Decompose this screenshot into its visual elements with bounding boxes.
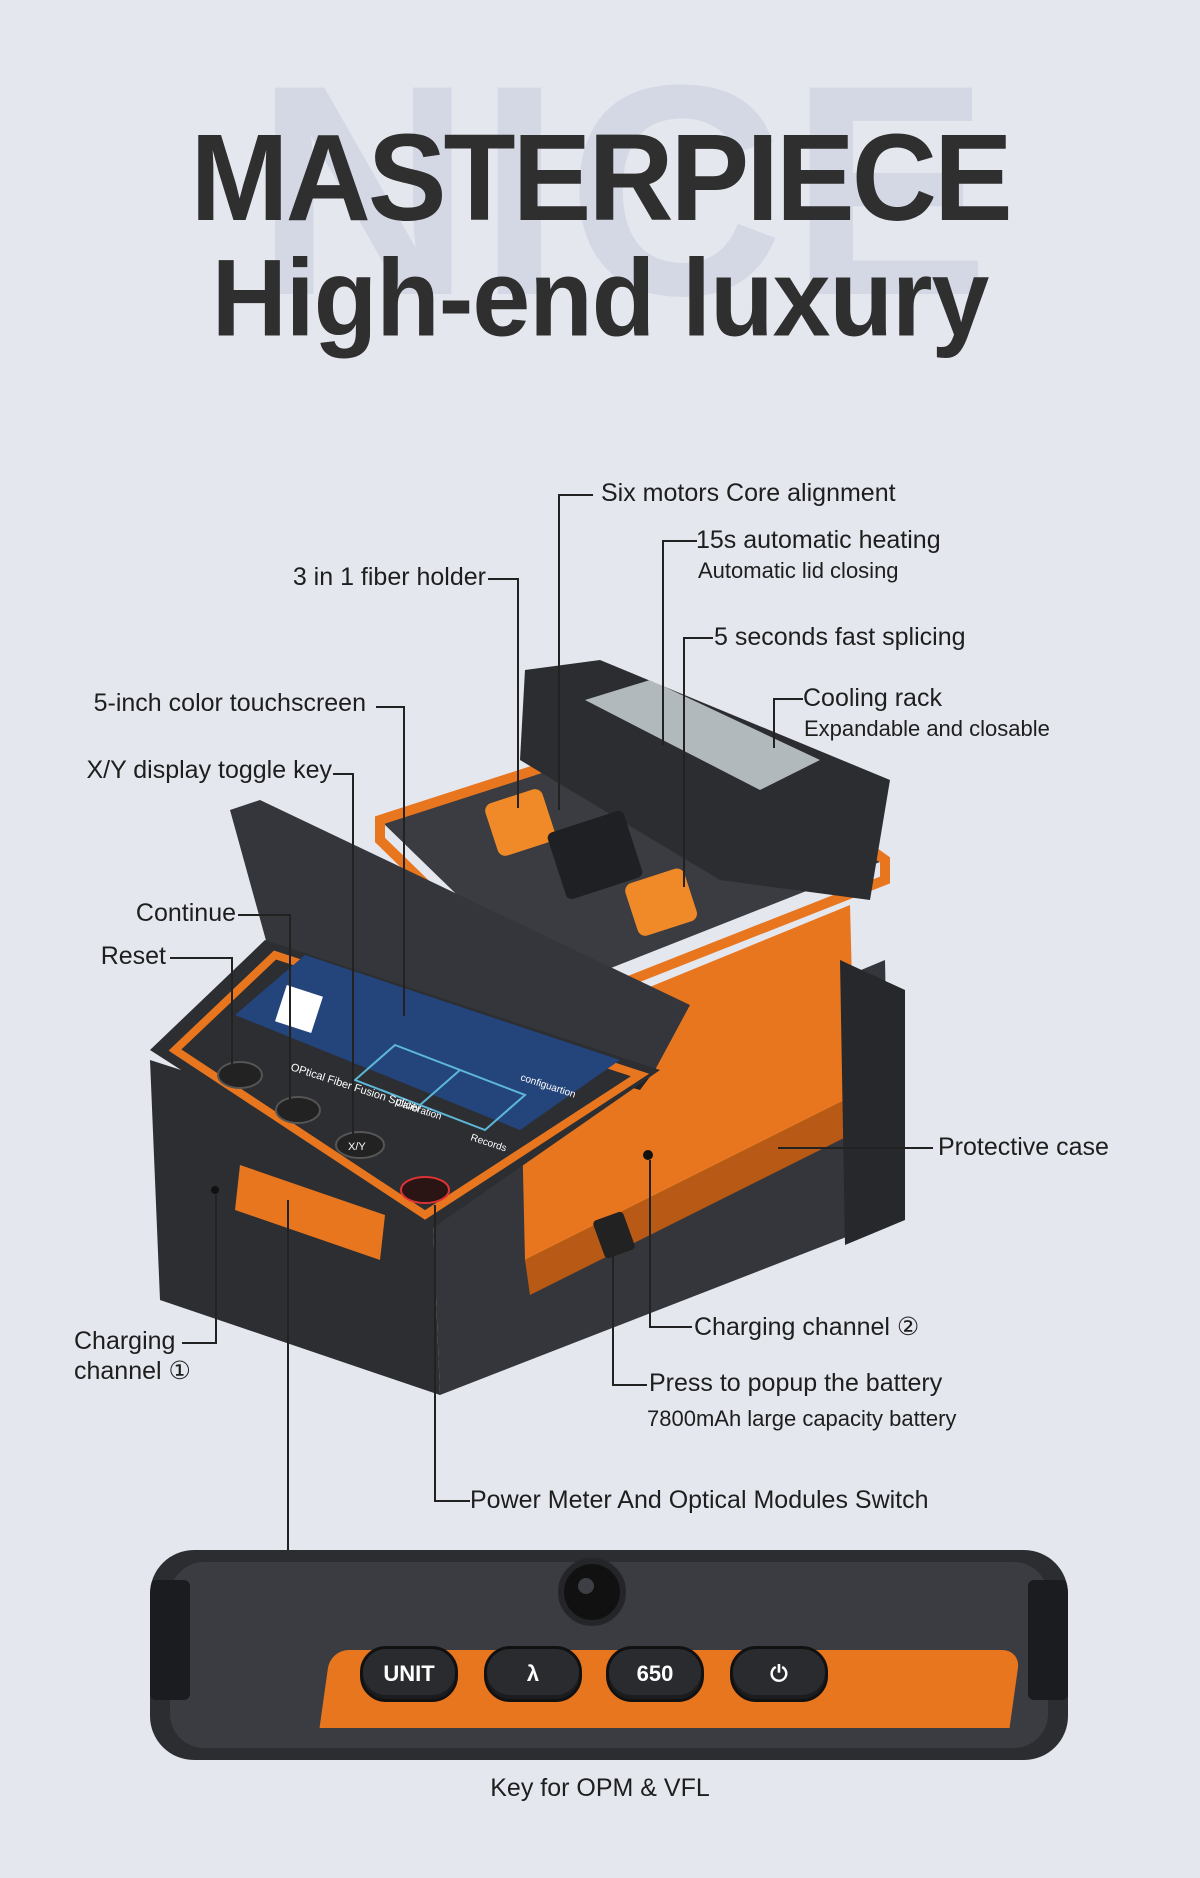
callout-charging-1-line2: channel ①	[74, 1357, 191, 1385]
front-orange-bezel	[168, 950, 650, 1220]
callout-six-motors: Six motors Core alignment	[601, 479, 896, 507]
leader-protective-case-h	[778, 1147, 933, 1149]
leader-touchscreen-h	[376, 706, 404, 708]
panel-left-slot	[150, 1580, 190, 1700]
panel-port-icon	[558, 1558, 626, 1626]
continue-key	[275, 1096, 321, 1124]
windshield-lid	[230, 800, 690, 1070]
protective-case	[840, 960, 905, 1245]
xy-key	[335, 1131, 385, 1159]
xy-key-label: X/Y	[348, 1141, 366, 1153]
splice-chamber	[547, 810, 643, 900]
leader-charging1-v	[215, 1195, 217, 1343]
heater-unit	[520, 660, 890, 900]
screen-tile-grid	[353, 1043, 527, 1132]
callout-charging-2: Charging channel ②	[694, 1313, 920, 1341]
key-panel-caption: Key for OPM & VFL	[490, 1774, 710, 1802]
leader-fiber-holder-h	[488, 578, 518, 580]
qr-code	[275, 985, 323, 1033]
vfl-650-button[interactable]: 650	[606, 1646, 704, 1702]
leader-charging1-h	[182, 1342, 217, 1344]
leader-six-motors-h	[558, 494, 593, 496]
callout-lid-closing: Automatic lid closing	[698, 558, 899, 583]
callout-battery-popup: Press to popup the battery	[649, 1369, 943, 1397]
leader-fiber-holder-v	[517, 578, 519, 808]
power-key	[400, 1176, 450, 1204]
unit-button[interactable]: UNIT	[360, 1646, 458, 1702]
leader-battery-v	[612, 1250, 614, 1385]
hero-subtitle: High-end luxury	[211, 238, 990, 360]
callout-fiber-holder: 3 in 1 fiber holder	[292, 563, 486, 591]
opm-strip	[235, 1165, 385, 1260]
leader-continue-h	[238, 914, 290, 916]
callout-charging-1-line1: Charging	[74, 1327, 176, 1355]
callout-heating: 15s automatic heating	[696, 526, 941, 554]
callout-touchscreen: 5-inch color touchscreen	[93, 689, 366, 717]
leader-battery-h	[612, 1384, 647, 1386]
touchscreen-display	[235, 955, 620, 1130]
leader-cooling-h	[773, 698, 803, 700]
fiber-holder-right	[625, 868, 698, 936]
callout-cooling-sub: Expandable and closable	[804, 716, 1050, 741]
leader-splicing-h	[683, 637, 713, 639]
power-button[interactable]: ⏻	[730, 1646, 828, 1702]
hero-title: MASTERPIECE	[190, 108, 1012, 248]
leader-charging2-v	[649, 1160, 651, 1327]
callout-fast-splicing: 5 seconds fast splicing	[714, 623, 966, 651]
charging-port-1	[211, 1186, 219, 1194]
leader-xy-h	[333, 773, 353, 775]
leader-heating-v	[662, 540, 664, 745]
leader-splicing-v	[683, 637, 685, 887]
callout-cooling-rack: Cooling rack	[803, 684, 942, 712]
callout-protective-case: Protective case	[938, 1133, 1109, 1161]
charging-port-2	[643, 1150, 653, 1160]
callout-reset: Reset	[100, 942, 166, 970]
leader-continue-v	[289, 914, 291, 1109]
leader-six-motors-v	[558, 494, 560, 810]
callout-battery-capacity: 7800mAh large capacity battery	[647, 1406, 957, 1431]
leader-heating-h	[662, 540, 697, 542]
wavelength-button[interactable]: λ	[484, 1646, 582, 1702]
leader-cooling-v	[773, 698, 775, 748]
callout-continue: Continue	[135, 899, 236, 927]
leader-power-meter-h	[434, 1500, 470, 1502]
leader-power-meter-v	[434, 1205, 436, 1501]
leader-reset-h	[170, 957, 232, 959]
leader-key-panel-v	[287, 1200, 289, 1550]
leader-xy-v	[352, 773, 354, 1143]
callout-xy-key: X/Y display toggle key	[86, 756, 332, 784]
opm-vfl-key-panel: UNIT λ 650 ⏻	[150, 1550, 1068, 1760]
background-watermark-word: NICE	[255, 22, 996, 358]
fiber-holder-left	[485, 789, 556, 856]
orange-side-panel	[520, 905, 855, 1260]
leader-touchscreen-v	[403, 706, 405, 1016]
leader-charging2-h	[649, 1326, 692, 1328]
panel-right-slot	[1028, 1580, 1068, 1700]
battery-push-button	[593, 1211, 635, 1259]
callout-power-meter: Power Meter And Optical Modules Switch	[470, 1486, 929, 1514]
heater-lid-clear	[585, 680, 820, 790]
reset-key	[217, 1061, 263, 1089]
leader-reset-v	[231, 957, 233, 1075]
